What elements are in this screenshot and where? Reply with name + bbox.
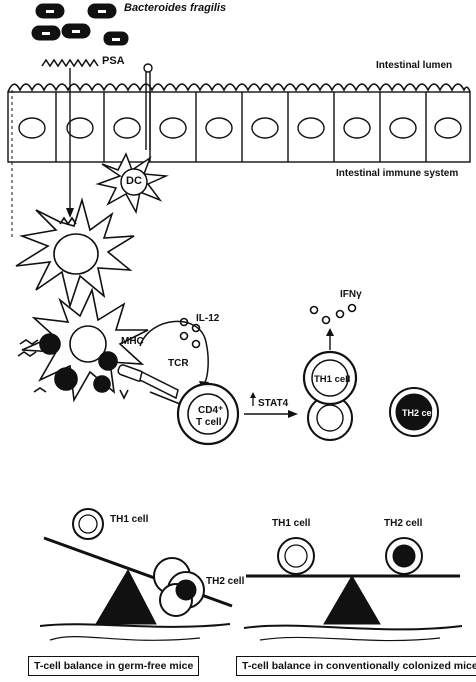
cell-nucleus <box>344 118 370 138</box>
immune-system-label: Intestinal immune system <box>336 168 458 179</box>
bacteria-cluster <box>32 4 128 45</box>
seesaw-germ-free <box>40 509 232 640</box>
cell-nucleus <box>298 118 324 138</box>
cell-nucleus <box>67 118 93 138</box>
epithelial-layer <box>8 92 470 162</box>
mhc-tcr-complex <box>117 364 180 404</box>
caption-germ-free: T-cell balance in germ-free mice <box>28 656 199 676</box>
ifng-label: IFNγ <box>340 289 362 300</box>
brush-border <box>8 84 470 92</box>
cell-nucleus <box>206 118 232 138</box>
cell-nucleus <box>390 118 416 138</box>
th2-cell-label: TH2 cell <box>402 408 437 418</box>
dc-label: DC <box>126 175 142 187</box>
th1-cell-label: TH1 cell <box>314 374 350 385</box>
dc-dendrite <box>144 64 152 150</box>
il12-label: IL-12 <box>196 313 219 324</box>
bacteria-label: Bacteroides fragilis <box>124 2 226 14</box>
th1-dividing-cell <box>304 352 356 440</box>
th2-label-right: TH2 cell <box>384 518 422 529</box>
th1-label-right: TH1 cell <box>272 518 310 529</box>
cell-nucleus <box>114 118 140 138</box>
cell-nucleus <box>19 118 45 138</box>
cd4-label-2: T cell <box>196 417 222 428</box>
tcr-label: TCR <box>168 358 189 369</box>
psa-label: PSA <box>102 55 125 67</box>
lumen-label: Intestinal lumen <box>376 60 452 71</box>
mhc-label: MHC <box>121 336 144 347</box>
seesaw-colonized <box>244 538 462 641</box>
psa-uptake-arrow <box>66 68 74 218</box>
ifng-secretion <box>311 305 356 351</box>
cell-nucleus <box>252 118 278 138</box>
cd4-label-1: CD4⁺ <box>198 405 223 416</box>
dendritic-cell-large <box>16 200 134 306</box>
cell-nucleus <box>160 118 186 138</box>
stat4-label: STAT4 <box>258 398 288 409</box>
th2-label-left: TH2 cell <box>206 576 244 587</box>
psa-polysaccharide <box>42 60 98 66</box>
cell-nucleus <box>435 118 461 138</box>
th1-label-left: TH1 cell <box>110 514 148 525</box>
caption-colonized: T-cell balance in conventionally coloniz… <box>236 656 476 676</box>
